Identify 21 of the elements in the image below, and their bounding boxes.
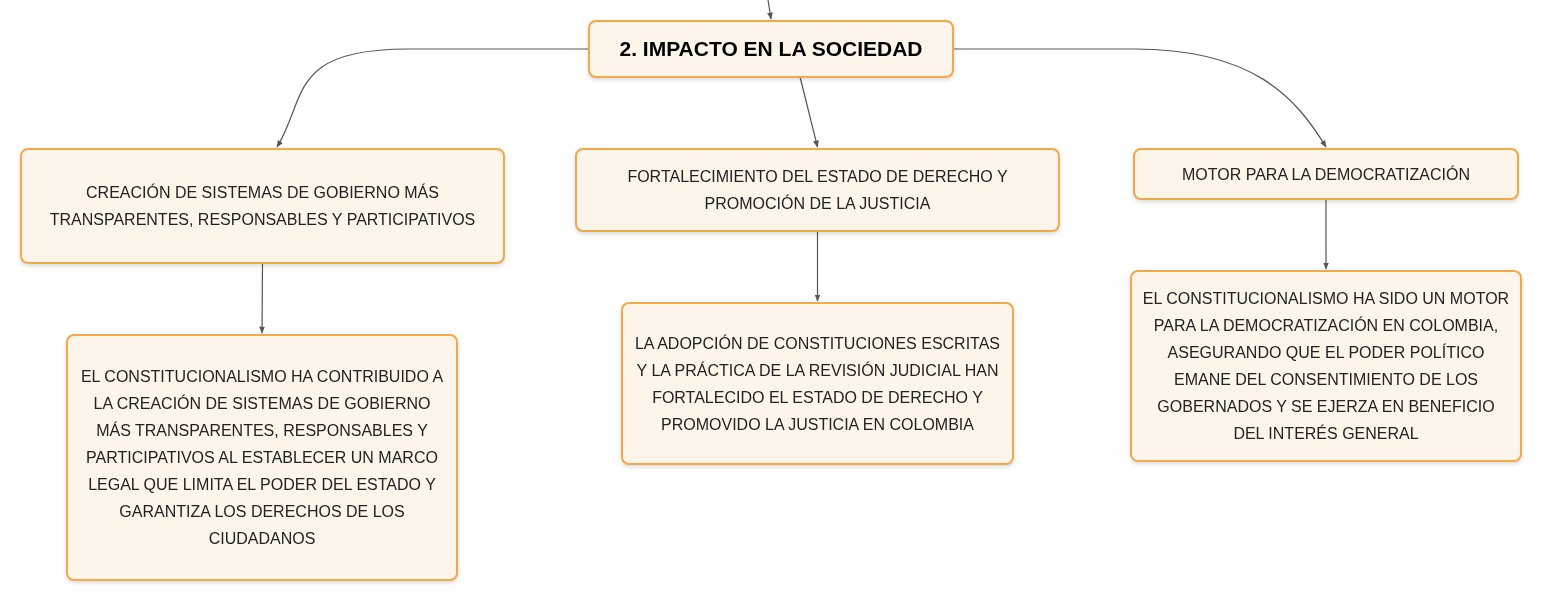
concept-text: FORTALECIMIENTO DEL ESTADO DE DERECHO Y PROMOCIÓN DE LA JUSTICIA: [626, 167, 1009, 214]
concept-box: [575, 148, 1060, 232]
arrow: [953, 48, 1327, 148]
concept-box: [1133, 148, 1519, 200]
concept-text: CREACIÓN DE SISTEMAS DE GOBIERNO MÁS TRANSPARENTES, RESPONSABLES Y PARTICIPATIVOS: [48, 182, 477, 230]
concept-box: [20, 148, 505, 264]
concept-text: EL CONSTITUCIONALISMO HA CONTRIBUIDO A LA CREACIÓN DE SISTEMAS DE GOBIERNO MÁS TRANSPARENTES, RESPONSABLES Y PARTICIPATIVOS AL ESTABLECER UN MARCO LEGAL QUE LIMITA EL PODER DEL ESTADO Y GARANTIZA LOS DERECHOS DE LOS CIUDADANOS: [79, 367, 445, 549]
topic-title: 2. IMPACTO EN LA SOCIEDAD: [619, 36, 923, 63]
arrow: [259, 263, 265, 334]
concept-text: LA ADOPCIÓN DE CONSTITUCIONES ESCRITAS Y LA PRÁCTICA DE LA REVISIÓN JUDICIAL HAN FORTALECIDO EL ESTADO DE DERECHO Y PROMOVIDO LA JUSTICIA EN COLOMBIA: [633, 333, 1002, 435]
arrow: [799, 77, 819, 148]
arrow: [1323, 199, 1329, 270]
concept-box: [66, 334, 458, 581]
topic-box: [588, 20, 954, 78]
concept-box: [1130, 270, 1522, 462]
concept-box: [621, 302, 1014, 465]
concept-text: MOTOR PARA LA DEMOCRATIZACIÓN: [1181, 164, 1470, 185]
arrow: [276, 48, 589, 148]
arrow: [767, 0, 773, 20]
arrow: [814, 231, 821, 302]
concept-text: EL CONSTITUCIONALISMO HA SIDO UN MOTOR PARA LA DEMOCRATIZACIÓN EN COLOMBIA, ASEGURANDO QUE EL PODER POLÍTICO EMANE DEL CONSENTIMIENTO DE LOS GOBERNADOS Y SE EJERZA EN BENEFICIO DEL INTERÉS GENERAL: [1141, 289, 1511, 444]
